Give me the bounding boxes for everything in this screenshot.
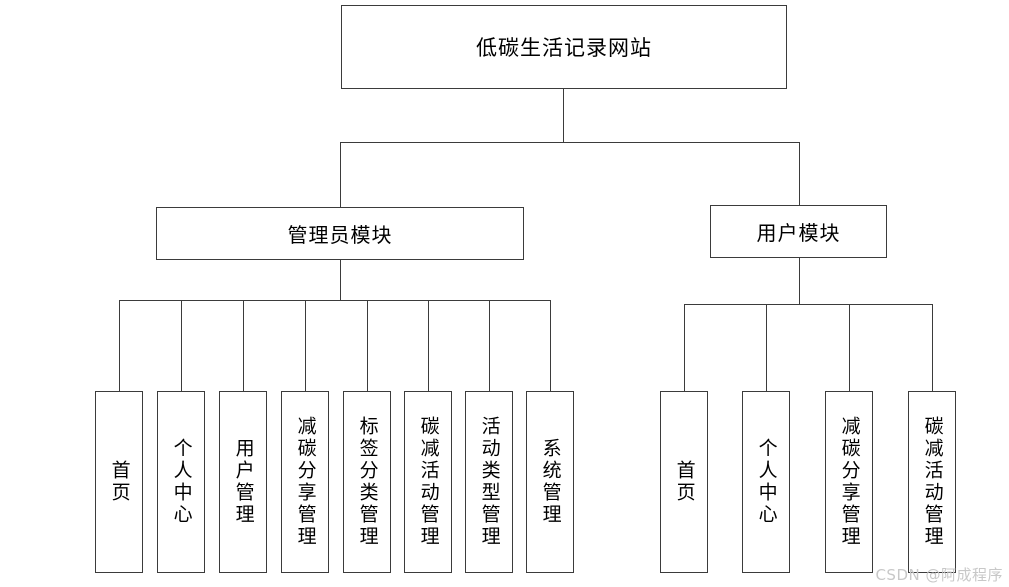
leaf-admin-7: 活动类型管理 xyxy=(465,391,513,573)
leaf-admin-8-label: 系统管理 xyxy=(539,438,562,526)
connector-user-fan-bar xyxy=(684,304,933,305)
leaf-user-3: 减碳分享管理 xyxy=(825,391,873,573)
leaf-user-4: 碳减活动管理 xyxy=(908,391,956,573)
leaf-admin-4-label: 减碳分享管理 xyxy=(294,416,317,548)
connector-user-stem xyxy=(799,258,800,305)
node-module-admin-label: 管理员模块 xyxy=(287,223,393,247)
connector-admin-drop-8 xyxy=(550,300,551,391)
connector-admin-drop-3 xyxy=(243,300,244,391)
leaf-admin-1-label: 首页 xyxy=(108,460,131,504)
leaf-user-3-label: 减碳分享管理 xyxy=(838,416,861,548)
connector-root-stem xyxy=(563,89,564,143)
leaf-admin-3: 用户管理 xyxy=(219,391,267,573)
node-root-label: 低碳生活记录网站 xyxy=(476,36,652,60)
connector-admin-fan-bar xyxy=(119,300,551,301)
leaf-admin-7-label: 活动类型管理 xyxy=(478,416,501,548)
leaf-user-4-label: 碳减活动管理 xyxy=(921,416,944,548)
leaf-admin-6-label: 碳减活动管理 xyxy=(417,416,440,548)
leaf-admin-2: 个人中心 xyxy=(157,391,205,573)
leaf-admin-5: 标签分类管理 xyxy=(343,391,391,573)
connector-admin-drop-5 xyxy=(367,300,368,391)
connector-admin-drop-7 xyxy=(489,300,490,391)
leaf-admin-4: 减碳分享管理 xyxy=(281,391,329,573)
connector-to-user-module xyxy=(799,142,800,206)
node-module-user-label: 用户模块 xyxy=(756,221,841,245)
connector-user-drop-2 xyxy=(766,304,767,391)
connector-to-admin-module xyxy=(340,142,341,208)
leaf-user-1: 首页 xyxy=(660,391,708,573)
leaf-admin-6: 碳减活动管理 xyxy=(404,391,452,573)
node-module-user: 用户模块 xyxy=(710,205,887,258)
leaf-admin-8: 系统管理 xyxy=(526,391,574,573)
leaf-user-1-label: 首页 xyxy=(673,460,696,504)
connector-user-drop-3 xyxy=(849,304,850,391)
connector-admin-drop-6 xyxy=(428,300,429,391)
connector-user-drop-4 xyxy=(932,304,933,391)
node-root: 低碳生活记录网站 xyxy=(341,5,787,89)
node-module-admin: 管理员模块 xyxy=(156,207,524,260)
watermark: CSDN @阿成程序 xyxy=(875,566,1003,584)
connector-admin-drop-2 xyxy=(181,300,182,391)
leaf-admin-3-label: 用户管理 xyxy=(232,438,255,526)
leaf-admin-1: 首页 xyxy=(95,391,143,573)
connector-admin-drop-1 xyxy=(119,300,120,391)
leaf-user-2-label: 个人中心 xyxy=(755,438,778,526)
leaf-user-2: 个人中心 xyxy=(742,391,790,573)
connector-admin-drop-4 xyxy=(305,300,306,391)
leaf-admin-5-label: 标签分类管理 xyxy=(356,416,379,548)
connector-user-drop-1 xyxy=(684,304,685,391)
connector-admin-stem xyxy=(340,260,341,301)
leaf-admin-2-label: 个人中心 xyxy=(170,438,193,526)
connector-level1-bar xyxy=(340,142,800,143)
